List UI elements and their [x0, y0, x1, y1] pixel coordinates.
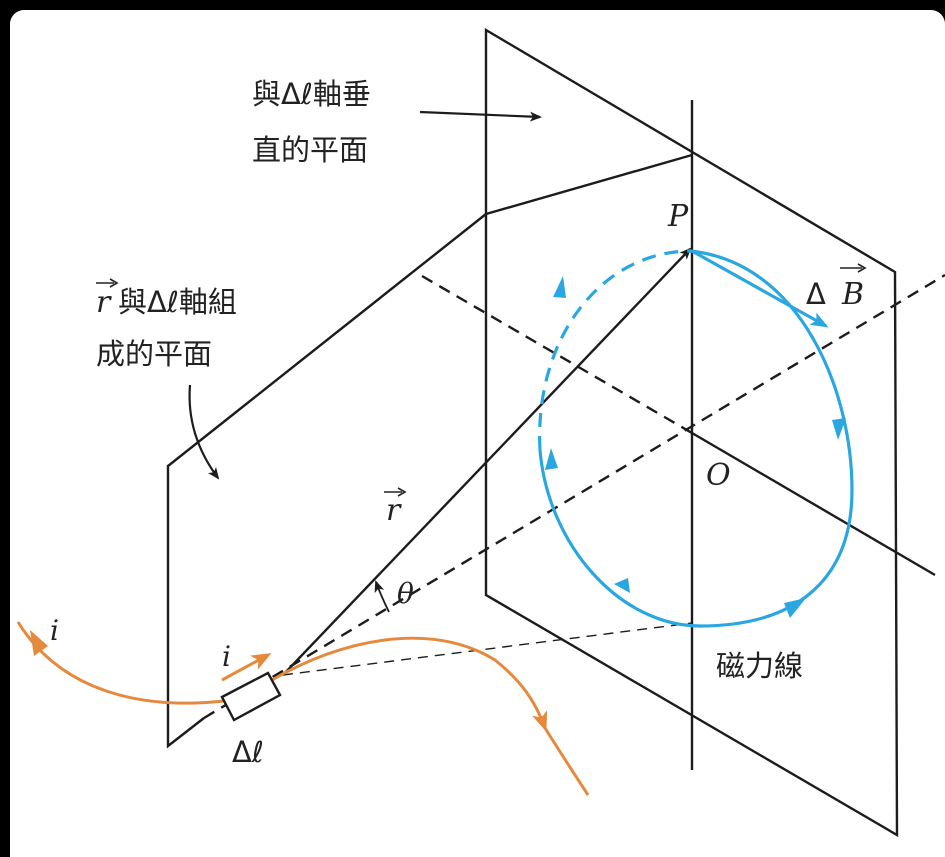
- r-plane-label-line2: 成的平面: [96, 337, 212, 371]
- point-p-label: P: [667, 199, 689, 234]
- perpendicular-plane: [484, 27, 899, 838]
- field-line-dashed: [538, 249, 691, 451]
- r-vector-label: r: [386, 493, 402, 528]
- plane-intersection-dashed: [421, 274, 693, 435]
- field-arrow-lower-left: [614, 578, 630, 593]
- delta-b-label-arrowhead: [857, 263, 867, 273]
- plane-intersection-line: [691, 431, 936, 577]
- r-plane-pointer-arrow: [188, 384, 220, 480]
- r-vector-label-arrowhead: [397, 487, 407, 497]
- perp-plane-label-line2: 直的平面: [252, 133, 368, 167]
- r-vector-line: [282, 247, 692, 676]
- current-i-element-label: i: [222, 640, 231, 673]
- delta-b-vector: [691, 249, 829, 328]
- field-lines-label: 磁力線: [716, 649, 803, 683]
- projection-dashed: [282, 622, 693, 676]
- r-plane-label-r-arrowhead: [109, 278, 119, 288]
- r-plane-label-r: r: [96, 285, 112, 320]
- current-element-arrow: [221, 653, 272, 682]
- perp-plane-label-line1: 與Δℓ軸垂: [252, 77, 371, 111]
- delta-b-label-b: B: [841, 277, 864, 312]
- theta-arc: [374, 580, 390, 613]
- delta-l-element: [220, 671, 282, 722]
- r-axis-plane-top-edge: [485, 153, 693, 216]
- theta-label: θ: [397, 577, 414, 610]
- field-arrow-upper-left: [553, 276, 566, 298]
- delta-l-axis-dashed: [203, 273, 945, 720]
- field-line-solid: [538, 249, 854, 628]
- diagram-background: [10, 10, 945, 857]
- r-plane-label-line1: 與Δℓ軸組: [118, 285, 237, 319]
- delta-b-label-delta: Δ: [806, 277, 826, 311]
- current-i-left-label: i: [50, 614, 59, 647]
- current-wire-right: [271, 636, 548, 732]
- current-wire-tail: [543, 727, 590, 796]
- field-arrow-bottom: [784, 598, 806, 618]
- field-arrow-right: [832, 418, 846, 440]
- field-arrow-left: [545, 448, 558, 470]
- delta-l-label: Δℓ: [232, 735, 264, 769]
- perp-plane-pointer-arrow: [419, 110, 542, 122]
- r-axis-plane: [166, 213, 487, 749]
- origin-o-label: O: [706, 458, 731, 493]
- current-arrow-left: [30, 630, 48, 656]
